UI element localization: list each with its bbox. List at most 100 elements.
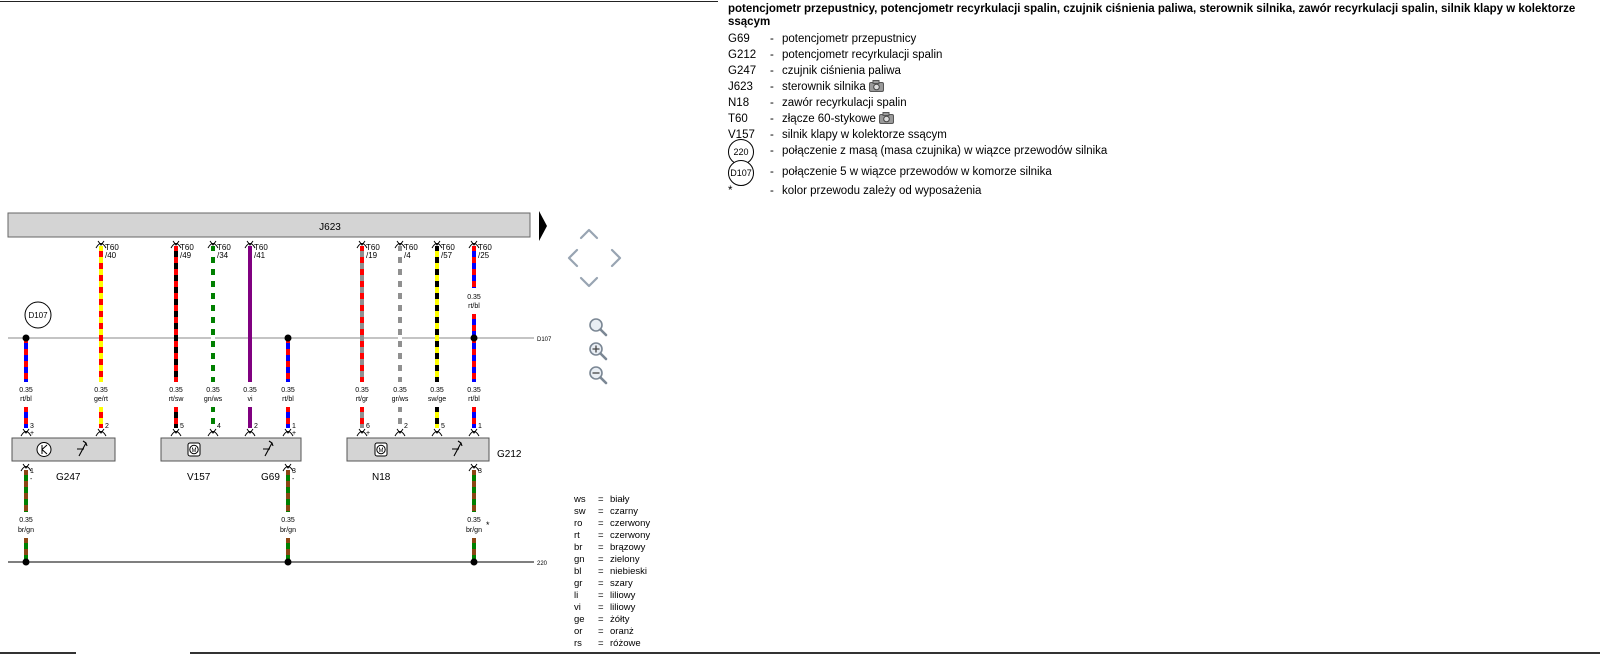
motor-icon-ring [189, 444, 199, 455]
expand-arrow-icon[interactable] [539, 211, 547, 241]
zoom-fit-icon-handle[interactable] [599, 328, 608, 337]
color-equals: = [598, 578, 604, 589]
color-name: szary [610, 578, 633, 589]
ecu-pin-fork [207, 243, 219, 249]
color-equals: = [598, 614, 604, 625]
camera-icon[interactable] [868, 80, 884, 92]
wire-color: ge/rt [94, 396, 108, 403]
color-equals: = [598, 590, 604, 601]
pan-left-icon[interactable] [567, 248, 579, 268]
component-pin-polarity: + [292, 430, 296, 437]
wire-color: br/gn [280, 527, 296, 534]
wire-size: 0.35 [169, 387, 183, 394]
pan-up-icon[interactable] [579, 228, 599, 240]
pan-down-icon[interactable] [579, 276, 599, 288]
ecu-pin-label: T60 [254, 243, 268, 252]
color-equals: = [598, 554, 604, 565]
zoom-in-icon-glyph[interactable] [592, 345, 600, 353]
component-pin-fork-arrow [433, 428, 441, 434]
color-equals: = [598, 602, 604, 613]
legend-dash: - [770, 185, 774, 197]
wire-size: 0.35 [467, 517, 481, 524]
legend-dash: - [770, 97, 774, 109]
ecu-pin-number: /40 [105, 251, 117, 260]
ecu-pin-number: /57 [441, 251, 453, 260]
wire-size: 0.35 [94, 387, 108, 394]
wire-color: br/gn [18, 527, 34, 534]
wire-color: rt/gr [356, 396, 369, 403]
camera-icon[interactable] [878, 112, 894, 124]
component-pin-fork-arrow [172, 428, 180, 434]
ground-pin-number: 3 [478, 468, 482, 475]
ground-pin-polarity: - [292, 476, 295, 483]
component-pin-fork-arrow [358, 428, 366, 434]
component-label-g212: G212 [497, 449, 522, 460]
pan-right-icon[interactable] [610, 248, 622, 268]
color-abbr: rt [574, 530, 580, 541]
component-pin-fork [20, 431, 32, 437]
legend-code: G247 [728, 65, 757, 77]
ecu-pin-number: /4 [404, 251, 411, 260]
wire-size: 0.35 [430, 387, 444, 394]
legend-desc: sterownik silnika [782, 79, 884, 95]
wire-size: 0.35 [467, 387, 481, 394]
ecu-pin-fork [431, 243, 443, 249]
potentiometer-icon [452, 440, 463, 457]
component-label-g69: G69 [261, 472, 280, 483]
ecu-pin-number: /49 [180, 251, 192, 260]
component-pin-number: 4 [217, 423, 221, 430]
component-label-g247: G247 [56, 472, 81, 483]
zoom-fit-icon[interactable] [589, 318, 603, 332]
color-abbr: rs [574, 638, 582, 649]
color-name: biały [610, 494, 630, 505]
junction-dot [284, 334, 292, 342]
component-pin-fork [282, 431, 294, 437]
zoom-in-icon-handle[interactable] [599, 352, 608, 361]
color-abbr: ws [574, 494, 586, 505]
component-pin-fork [468, 431, 480, 437]
ground-pin-fork [468, 466, 480, 472]
junction-dot [470, 558, 478, 566]
ecu-label: J623 [319, 222, 341, 233]
component-pin-fork-arrow [97, 428, 105, 434]
ground-pin-fork-arrow [470, 463, 478, 469]
ecu-pin-label: T60 [217, 243, 231, 252]
potentiometer-icon [263, 440, 274, 457]
wire-size: 0.35 [19, 387, 33, 394]
color-equals: = [598, 626, 604, 637]
color-name: niebieski [610, 566, 647, 577]
ecu-pin-number: /19 [366, 251, 378, 260]
bus-d107-label: D107 [537, 337, 552, 343]
color-equals: = [598, 494, 604, 505]
junction-dot [470, 334, 478, 342]
wire-size: 0.35 [467, 294, 481, 301]
ecu-pin-fork [244, 243, 256, 249]
color-name: liliowy [610, 602, 636, 613]
legend-desc: potencjometr przepustnicy [782, 33, 917, 45]
legend-code: N18 [728, 97, 750, 109]
legend-connector-symbol: D107 [728, 160, 754, 186]
wire-size: 0.35 [206, 387, 220, 394]
color-abbr: gn [574, 554, 585, 565]
component-pin-polarity: + [30, 430, 34, 437]
component-pin-number: 5 [441, 423, 445, 430]
color-name: czarny [610, 506, 638, 517]
zoom-out-icon-handle[interactable] [599, 376, 608, 385]
legend-code: G69 [728, 33, 750, 45]
ecu-pin-fork [170, 243, 182, 249]
color-abbr: bl [574, 566, 582, 577]
component-pin-fork-arrow [22, 428, 30, 434]
junction-dot [22, 334, 30, 342]
ecu-bar [7, 212, 531, 238]
legend-dash: - [770, 129, 774, 141]
wire-color: gn/ws [204, 396, 223, 403]
ecu-pin-number: /25 [478, 251, 490, 260]
ecu-pin-label: T60 [105, 243, 119, 252]
color-abbr: vi [574, 602, 581, 613]
color-equals: = [598, 530, 604, 541]
ecu-pin-number: /34 [217, 251, 229, 260]
legend-desc: połączenie z masą (masa czujnika) w wiąz… [782, 145, 1108, 157]
legend-dash: - [770, 145, 774, 157]
color-abbr: li [574, 590, 579, 601]
